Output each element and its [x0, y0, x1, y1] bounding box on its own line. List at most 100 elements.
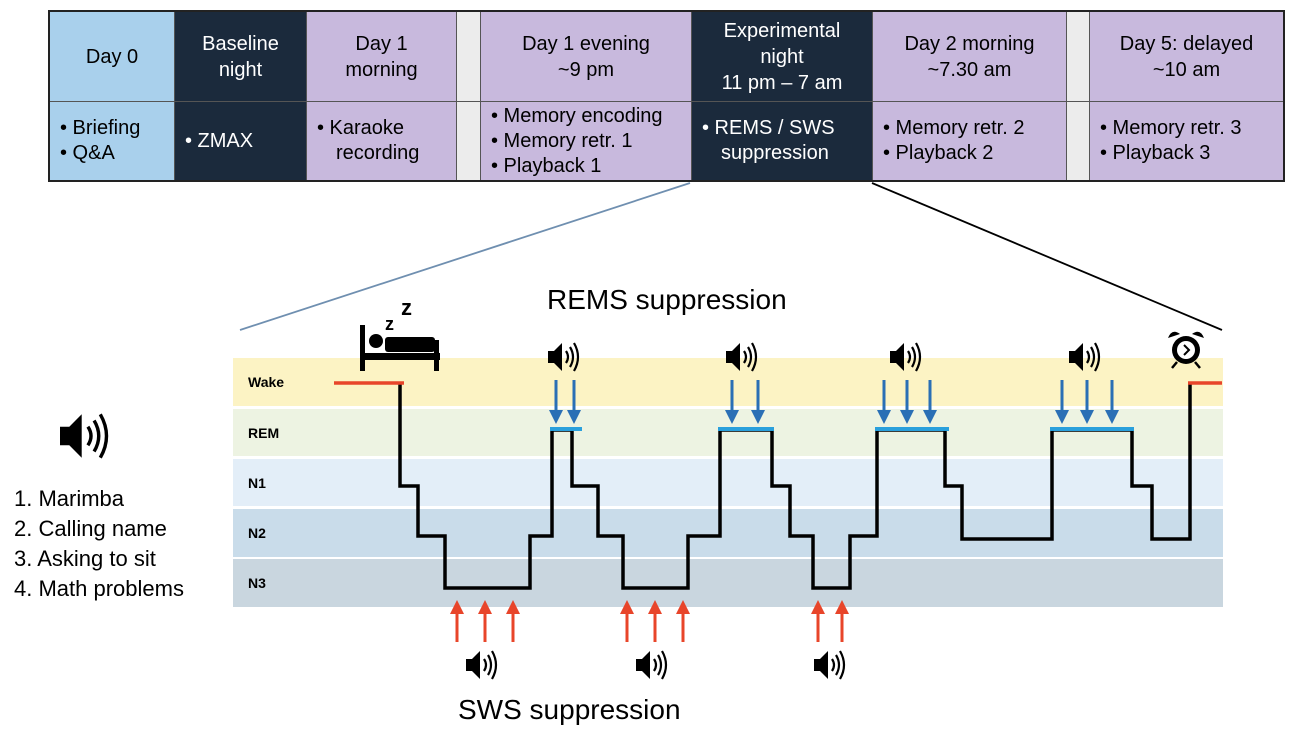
column-gap-2 [1067, 12, 1090, 180]
column-header: Day 1 morning [307, 12, 456, 102]
column-bullet-item: • Memory retr. 3 [1100, 117, 1242, 139]
down-arrow-icon [923, 380, 937, 424]
column-header-line: Day 5: delayed [1119, 32, 1254, 55]
column-bullet-item: recording [336, 142, 420, 164]
up-arrow-icon [835, 600, 849, 642]
up-arrow-icon [478, 600, 492, 642]
sws-suppression-title: SWS suppression [458, 694, 681, 725]
speaker-icon [724, 341, 758, 373]
column-items: • ZMAX [175, 102, 306, 180]
down-arrow-icon [1055, 380, 1069, 424]
column-header-line: ~9 pm [557, 58, 615, 81]
column-header-line: night [760, 45, 804, 68]
column-header-line: morning [345, 58, 418, 81]
column-header: Day 1 evening ~9 pm [481, 12, 691, 102]
legend-item-calling-name: 2. Calling name [14, 516, 167, 541]
column-bullet-item: • ZMAX [185, 129, 254, 152]
column-bullet-item: • Q&A [60, 142, 115, 164]
column-gap-1 [457, 12, 481, 180]
column-day2-morning: Day 2 morning ~7.30 am • Memory retr. 2 • P… [873, 12, 1067, 180]
stage-label-n2: N2 [248, 525, 266, 541]
column-bullet-item: • Briefing [60, 117, 141, 139]
stage-label-rem: REM [248, 425, 280, 441]
svg-text:z: z [385, 314, 394, 334]
rems-suppression-title: REMS suppression [547, 284, 787, 315]
column-items: • Memory retr. 3 • Playback 3 [1090, 102, 1283, 180]
column-header-line: Day 1 [355, 32, 408, 55]
alarm-clock-icon [1168, 331, 1204, 369]
column-bullet-item: • Memory retr. 2 [883, 117, 1025, 139]
down-arrow-icon [1105, 380, 1119, 424]
stage-label-wake: Wake [248, 374, 285, 390]
up-arrow-icon [811, 600, 825, 642]
column-header: Day 0 [50, 12, 174, 102]
column-header: Day 2 morning ~7.30 am [873, 12, 1066, 102]
column-bullet-item: • Playback 1 [491, 154, 602, 177]
band-n1 [233, 459, 1223, 506]
column-header: Experimental night 11 pm – 7 am [692, 12, 872, 102]
speaker-icon [888, 341, 922, 373]
column-header [457, 12, 480, 102]
column-bullet-item: • Playback 3 [1100, 142, 1211, 164]
column-experimental-night: Experimental night 11 pm – 7 am • REMS / SW… [692, 12, 873, 180]
up-arrow-icon [648, 600, 662, 642]
column-header-line: Baseline [202, 32, 279, 55]
up-arrow-icon [450, 600, 464, 642]
speaker-icon [1067, 341, 1101, 373]
down-arrow-icon [900, 380, 914, 424]
column-day1-morning: Day 1 morning • Karaoke recording [307, 12, 457, 180]
legend-item-asking-to-sit: 3. Asking to sit [14, 546, 156, 571]
band-n3 [233, 559, 1223, 607]
hypnogram-trace [398, 383, 1192, 590]
speaker-icon [546, 341, 580, 373]
column-header-line: Day 2 morning [904, 32, 1035, 55]
stage-label-n3: N3 [248, 575, 266, 591]
sws-arrow-group [450, 600, 849, 642]
column-header-line: Day 0 [85, 45, 139, 68]
bed-sleep-icon: z z [360, 295, 440, 371]
down-arrow-icon [751, 380, 765, 424]
column-bullet-item: • REMS / SWS [702, 117, 835, 139]
rem-arrow-group [549, 380, 1119, 424]
column-day0: Day 0 • Briefing • Q&A [50, 12, 175, 180]
down-arrow-icon [877, 380, 891, 424]
column-day1-evening: Day 1 evening ~9 pm • Memory encoding• Mem… [481, 12, 692, 180]
column-header [1067, 12, 1089, 102]
band-rem [233, 409, 1223, 456]
down-arrow-icon [567, 380, 581, 424]
column-bullet-item: • Karaoke [317, 117, 405, 139]
speaker-icon [634, 649, 668, 681]
svg-text:z: z [401, 295, 412, 320]
column-bullet-item: • Memory encoding [491, 104, 663, 127]
band-n2 [233, 509, 1223, 557]
column-items: • Memory encoding• Memory retr. 1• Playb… [481, 102, 691, 180]
column-header: Day 5: delayed~10 am [1090, 12, 1283, 102]
column-header-line: Experimental [723, 19, 841, 42]
column-bullet-item: suppression [721, 142, 829, 164]
up-arrow-icon [620, 600, 634, 642]
zoom-line-right [871, 182, 1223, 331]
column-header-line: 11 pm – 7 am [721, 71, 843, 94]
column-items: • Memory retr. 2 • Playback 2 [873, 102, 1066, 180]
up-arrow-icon [506, 600, 520, 642]
legend-item-math-problems: 4. Math problems [14, 576, 184, 601]
stage-label-n1: N1 [248, 475, 266, 491]
down-arrow-icon [725, 380, 739, 424]
column-bullet-item: • Memory retr. 1 [491, 129, 633, 152]
column-header-line: Day 1 evening [522, 32, 650, 55]
down-arrow-icon [1080, 380, 1094, 424]
speaker-icon [464, 649, 498, 681]
column-items: • Karaoke recording [307, 102, 456, 180]
column-bullet-item: • Playback 2 [883, 142, 994, 164]
zoom-line-left [239, 182, 691, 331]
speaker-icon [812, 649, 846, 681]
legend-item-marimba: 1. Marimba [14, 486, 125, 511]
legend-speaker-icon [58, 412, 109, 460]
up-arrow-icon [676, 600, 690, 642]
column-header-line: ~7.30 am [927, 58, 1012, 81]
column-items: • Briefing • Q&A [50, 102, 174, 180]
